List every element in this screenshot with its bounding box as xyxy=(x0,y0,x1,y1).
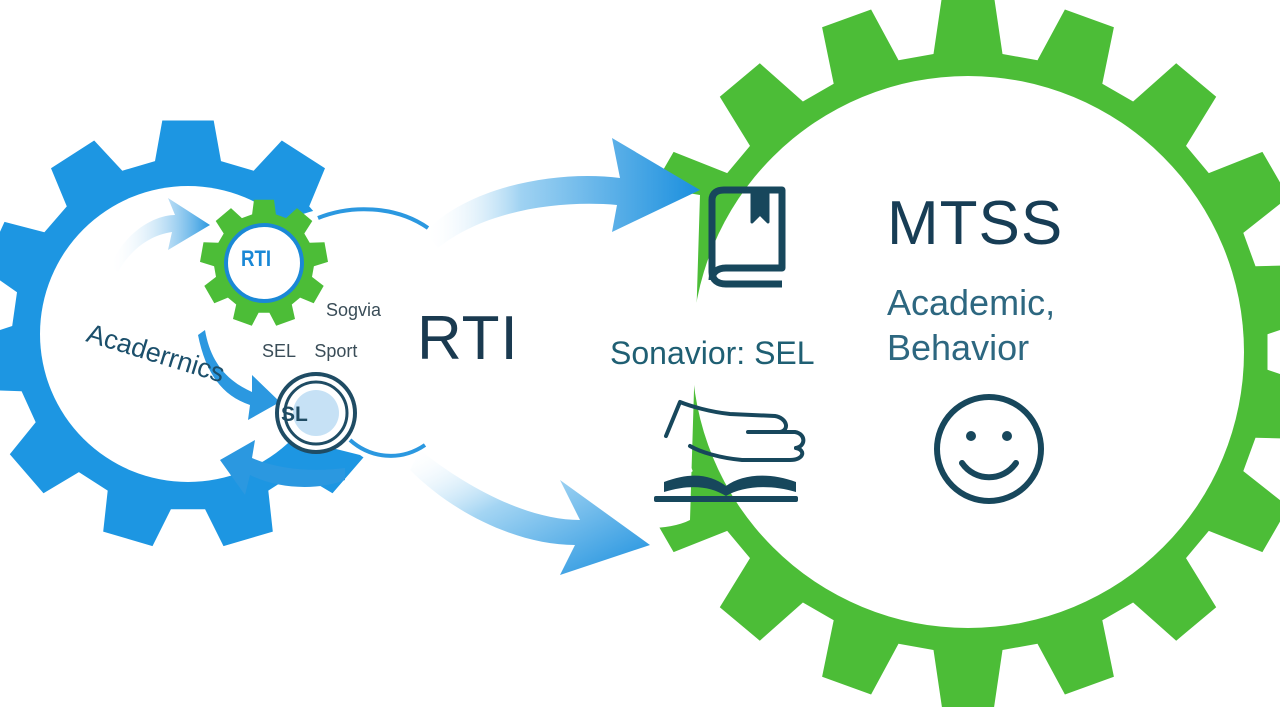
sogvia-label: Sogvia xyxy=(326,300,382,320)
sel-badge-icon xyxy=(275,372,357,454)
rti-title: RTI xyxy=(417,304,519,373)
book-icon xyxy=(708,186,786,288)
open-book-icon xyxy=(654,475,798,502)
hand-icon xyxy=(664,400,806,462)
mtss-gear xyxy=(613,0,1280,707)
academic-label: Academic, xyxy=(887,282,1056,323)
inner-arrow-mid-icon xyxy=(198,330,280,420)
small-green-gear-hole xyxy=(224,223,304,303)
rti-gear-label: RTI xyxy=(241,246,272,271)
inner-arrow-bottom-icon xyxy=(220,440,345,495)
sel-sport-label: SEL Sport xyxy=(262,341,358,361)
behavior-label: Behavior xyxy=(887,327,1030,368)
bottom-arrow-icon xyxy=(410,450,650,575)
connector-line-bottom xyxy=(348,438,427,458)
inner-arrow-top-icon xyxy=(110,198,210,272)
mtss-title: MTSS xyxy=(887,189,1064,258)
rti-gear-icon xyxy=(200,199,328,326)
sonavior-sel-label: Sonavior: SEL xyxy=(610,335,815,371)
smiley-icon xyxy=(934,394,1044,504)
connector-line-top xyxy=(317,207,430,230)
top-arrow-icon xyxy=(425,138,700,248)
center-blob xyxy=(300,181,700,529)
big-green-gear-hole xyxy=(692,76,1244,628)
badge-label: SL xyxy=(281,403,308,426)
